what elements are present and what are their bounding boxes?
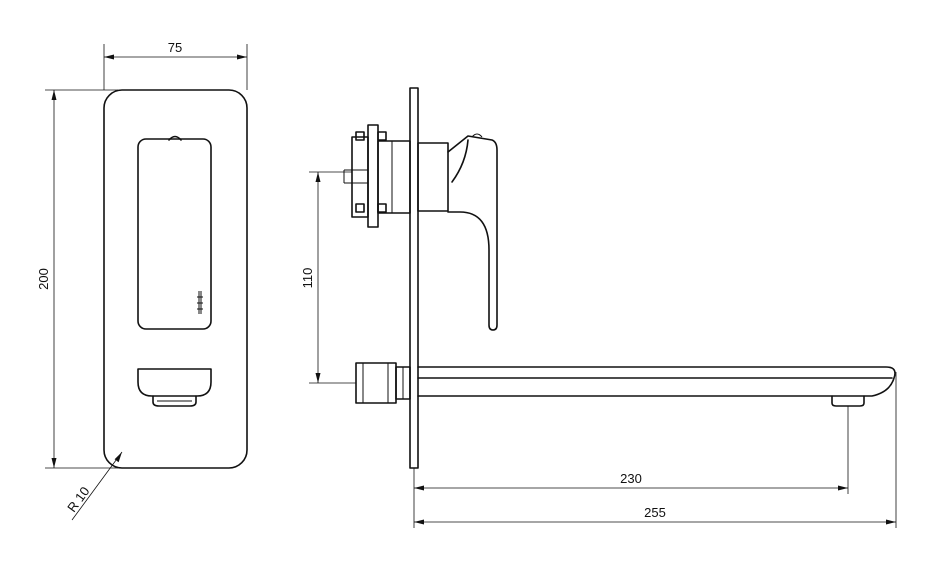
dimension-width: 75: [103, 40, 248, 90]
valve-body-side: [343, 124, 449, 228]
front-plate-outline: [103, 89, 248, 469]
dimension-radius-label: R 10: [64, 484, 92, 515]
front-view: 75 200 R 10: [36, 40, 248, 521]
side-view: 110 230 255: [300, 87, 897, 528]
aerator-side: [831, 395, 865, 407]
dimension-width-label: 75: [168, 40, 182, 55]
dimension-spout-reach-label: 230: [620, 471, 642, 486]
dimension-height-label: 200: [36, 268, 51, 290]
dimension-overall-length: 255: [414, 372, 897, 528]
brand-mark: [197, 291, 203, 314]
dimension-handle-height: 110: [300, 171, 356, 384]
dimension-spout-reach: 230: [413, 406, 849, 528]
aerator-front: [152, 395, 197, 407]
dimension-radius: R 10: [64, 451, 123, 521]
dimension-handle-height-label: 110: [300, 268, 315, 289]
handle-top-pivot: [168, 135, 182, 141]
handle-lever-side: [447, 133, 498, 331]
spout-side: [355, 362, 896, 407]
dimension-height: 200: [36, 89, 118, 469]
dimension-overall-length-label: 255: [644, 505, 666, 520]
handle-lever-front: [137, 138, 212, 330]
spout-outlet-front: [137, 368, 212, 397]
wall-plate-side: [409, 87, 419, 469]
